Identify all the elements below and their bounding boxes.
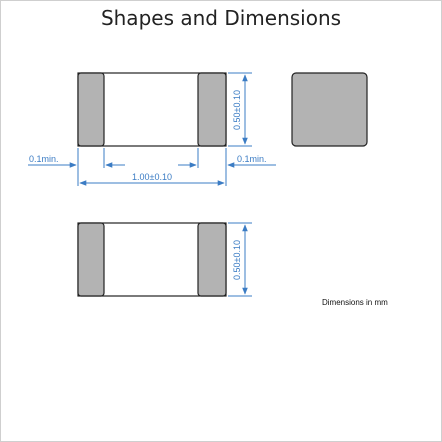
- component-top-view: [77, 72, 227, 147]
- right-terminal-bottom: [197, 222, 227, 297]
- page-title: Shapes and Dimensions: [100, 6, 342, 30]
- left-terminal-top: [77, 72, 105, 147]
- height-label-bottom: 0.50±0.10: [232, 240, 242, 280]
- length-label: 1.00±0.10: [132, 172, 172, 182]
- terminal-label-left: 0.1min.: [29, 154, 59, 164]
- component-bottom-view: [77, 222, 227, 297]
- left-terminal-bottom: [77, 222, 105, 297]
- height-dimension-top: [228, 72, 252, 147]
- height-dimension-bottom: [228, 222, 252, 297]
- terminal-label-right: 0.1min.: [237, 154, 267, 164]
- height-label-top: 0.50±0.10: [232, 90, 242, 130]
- component-end-view: [291, 72, 368, 147]
- right-terminal-top: [197, 72, 227, 147]
- units-note: Dimensions in mm: [322, 298, 388, 307]
